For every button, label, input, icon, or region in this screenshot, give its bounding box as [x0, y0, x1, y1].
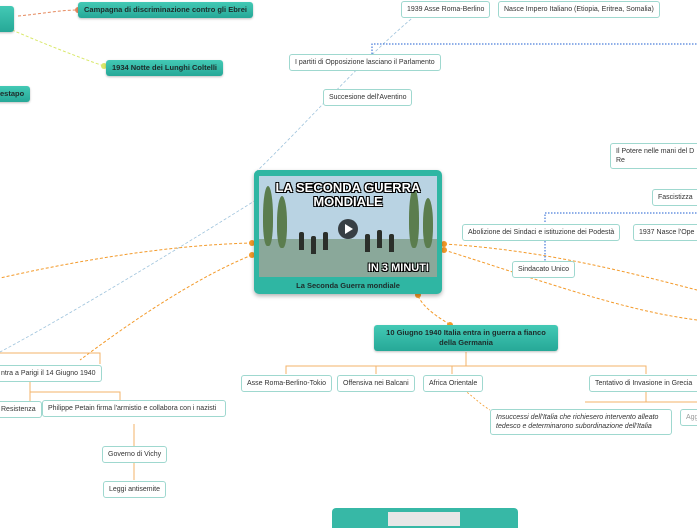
node-potere[interactable]: Il Potere nelle mani del D Re: [610, 143, 697, 169]
central-topic[interactable]: LA SECONDA GUERRA MONDIALE IN 3 MINUTI L…: [254, 170, 442, 294]
thumbnail-title: LA SECONDA GUERRA MONDIALE: [275, 180, 421, 209]
connector-dot: [249, 252, 255, 258]
node-notte-coltelli[interactable]: 1934 Notte dei Lunghi Coltelli: [106, 60, 224, 76]
node-sindaci[interactable]: Abolizione dei Sindaci e istituzione dei…: [462, 224, 621, 241]
node-aventino[interactable]: Succesione dell'Aventino: [323, 89, 413, 106]
tree-icon: [277, 196, 287, 248]
node-fascistizza[interactable]: Fascistizza: [652, 189, 697, 206]
connector-giugno: [417, 295, 453, 327]
node-giugno-1940[interactable]: 10 Giugno 1940 Italia entra in guerra a …: [374, 325, 558, 351]
connector-insuccessi: [463, 389, 491, 411]
node-asse-rbt[interactable]: Asse Roma-Berlino-Tokio: [241, 375, 332, 392]
tree-icon: [423, 198, 433, 248]
connector-right-2: [443, 249, 697, 321]
connector-right-1: [443, 243, 697, 291]
connector-diagonal-bottom: [0, 199, 257, 353]
node-agg[interactable]: Agg: [680, 409, 697, 426]
node-asse-1939[interactable]: 1939 Asse Roma-Berlino: [401, 1, 491, 18]
soldier-icon: [311, 236, 316, 254]
node-sindacato[interactable]: Sindacato Unico: [512, 261, 575, 278]
node-impero[interactable]: Nasce Impero Italiano (Etiopia, Eritrea,…: [498, 1, 660, 18]
soldier-icon: [377, 230, 382, 248]
connector-campagna: [17, 9, 79, 17]
node-grecia[interactable]: Tentativo di Invasione in Grecia: [589, 375, 697, 392]
node-campagna[interactable]: Campagna di discriminazione contro gli E…: [78, 2, 253, 18]
partial-bottom-node[interactable]: [332, 508, 518, 528]
node-partiti[interactable]: I partiti di Opposizione lasciano il Par…: [289, 54, 441, 71]
connector-diagonal-top: [255, 1, 433, 173]
node-balcani[interactable]: Offensiva nei Balcani: [337, 375, 415, 392]
node-petain[interactable]: Philippe Petain firma l'armistio e colla…: [42, 400, 226, 417]
node-vichy[interactable]: Governo di Vichy: [102, 446, 168, 463]
video-thumbnail[interactable]: LA SECONDA GUERRA MONDIALE IN 3 MINUTI: [259, 176, 437, 277]
soldier-icon: [365, 234, 370, 252]
partial-image: [388, 512, 460, 526]
partial-top-node[interactable]: [0, 6, 14, 32]
node-parigi[interactable]: ntra a Parigi il 14 Giugno 1940: [0, 365, 102, 382]
soldier-icon: [389, 234, 394, 252]
connector-blue-partiti: [371, 43, 697, 60]
connector-dot: [441, 247, 447, 253]
connector-grecia-children: [585, 390, 697, 403]
thumbnail-subtitle: IN 3 MINUTI: [367, 262, 429, 274]
tree-icon: [409, 188, 419, 248]
soldier-icon: [299, 232, 304, 250]
connector-parigi-bar: [0, 352, 101, 364]
central-caption: La Seconda Guerra mondiale: [296, 281, 400, 290]
connector-left-1: [0, 242, 253, 279]
connector-left-2: [79, 254, 253, 361]
connector-parigi-children: [29, 381, 121, 401]
connector-children-bar: [285, 365, 647, 374]
connector-dot: [441, 241, 447, 247]
node-insuccessi[interactable]: Insuccessi dell'Italia che richiesero in…: [490, 409, 672, 435]
node-opera-1937[interactable]: 1937 Nasce l'Ope: [633, 224, 697, 241]
node-resistenza[interactable]: Resistenza: [0, 401, 42, 418]
play-icon[interactable]: [338, 219, 358, 239]
node-leggi[interactable]: Leggi antisemite: [103, 481, 166, 498]
tree-icon: [263, 186, 273, 246]
node-gestapo[interactable]: estapo: [0, 86, 31, 102]
connector-dot: [101, 63, 107, 69]
node-africa[interactable]: Africa Orientale: [423, 375, 484, 392]
connector-blue-sindaci: [544, 212, 697, 222]
connector-dot: [249, 240, 255, 246]
soldier-icon: [323, 232, 328, 250]
connector-dot: [415, 292, 421, 298]
connector-notte-coltelli: [11, 29, 105, 67]
thumbnail-ground: [259, 239, 437, 277]
